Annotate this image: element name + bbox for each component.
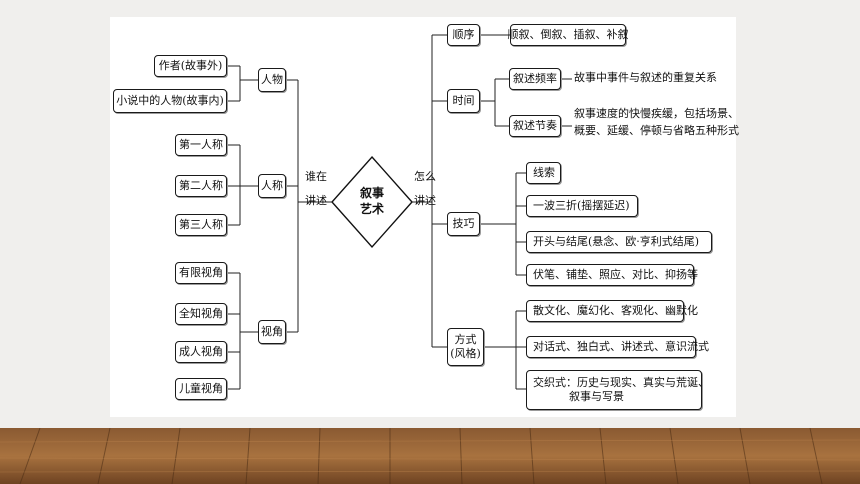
- node-time-rhythm: 叙述节奏: [509, 115, 561, 137]
- node-person-third: 第三人称: [175, 214, 227, 236]
- node-view-child: 儿童视角: [175, 378, 227, 400]
- node-character: 人物: [258, 68, 286, 92]
- time-rhythm-desc-line-2: 概要、延缓、停顿与省略五种形式: [574, 124, 739, 138]
- node-person-second: 第二人称: [175, 175, 227, 197]
- center-diamond: [331, 155, 413, 249]
- node-person: 人称: [258, 174, 286, 198]
- node-style-dialogue: 对话式、独白式、讲述式、意识流式: [526, 336, 709, 358]
- center-line-1: 叙事: [359, 186, 384, 200]
- connector-lines: [227, 34, 572, 390]
- node-style-line-1: 方式: [454, 333, 477, 347]
- node-technique-twist: 一波三折(摇摆延迟): [526, 195, 638, 217]
- node-view-omniscient: 全知视角: [175, 303, 227, 325]
- center-line-2: 艺术: [359, 201, 384, 216]
- node-view-adult: 成人视角: [175, 341, 227, 363]
- left-connector-line-2: 讲述: [305, 193, 327, 207]
- node-style-interwoven: 交织式：历史与现实、真实与荒诞、 叙事与写景: [526, 370, 709, 410]
- left-connector-line-1: 谁在: [305, 170, 327, 183]
- node-style-prose: 散文化、魔幻化、客观化、幽默化: [526, 300, 698, 322]
- wood-floor-background: [0, 428, 860, 484]
- node-technique-opening-ending: 开头与结尾(悬念、欧·亨利式结尾): [526, 231, 712, 253]
- node-technique: 技巧: [447, 212, 480, 236]
- center-node-label: 叙事 艺术: [352, 186, 392, 217]
- right-connector-line-1: 怎么: [414, 170, 436, 183]
- right-connector-line-2: 讲述: [414, 193, 436, 207]
- node-style-interwoven-line-1: 交织式：历史与现实、真实与荒诞、: [533, 376, 709, 390]
- time-frequency-desc: 故事中事件与叙述的重复关系: [574, 71, 717, 84]
- time-rhythm-desc: 叙事速度的快慢疾缓，包括场景、 概要、延缓、停顿与省略五种形式: [574, 105, 739, 139]
- node-style-line-2: (风格): [450, 347, 481, 360]
- node-person-first: 第一人称: [175, 134, 227, 156]
- node-view: 视角: [258, 320, 286, 344]
- node-style: 方式 (风格): [447, 328, 484, 366]
- node-view-limited: 有限视角: [175, 262, 227, 284]
- node-technique-clue: 线索: [526, 162, 561, 184]
- right-connector-label: 怎么 讲述: [414, 170, 436, 208]
- node-order: 顺序: [447, 24, 480, 46]
- node-technique-foreshadow: 伏笔、铺垫、照应、对比、抑扬等: [526, 264, 698, 286]
- node-style-interwoven-line-2: 叙事与写景: [569, 390, 624, 403]
- node-time-frequency: 叙述频率: [509, 68, 561, 90]
- node-order-types: 顺叙、倒叙、插叙、补叙: [508, 24, 629, 46]
- node-character-author: 作者(故事外): [154, 55, 227, 77]
- node-time: 时间: [447, 89, 480, 113]
- node-character-inner: 小说中的人物(故事内): [113, 89, 227, 113]
- left-connector-label: 谁在 讲述: [305, 170, 327, 208]
- mind-map-panel: 叙事 艺术 谁在 讲述 怎么 讲述 作者(故事外) 小说中的人物(故事内) 人物…: [110, 17, 739, 417]
- time-rhythm-desc-line-1: 叙事速度的快慢疾缓，包括场景、: [574, 107, 739, 120]
